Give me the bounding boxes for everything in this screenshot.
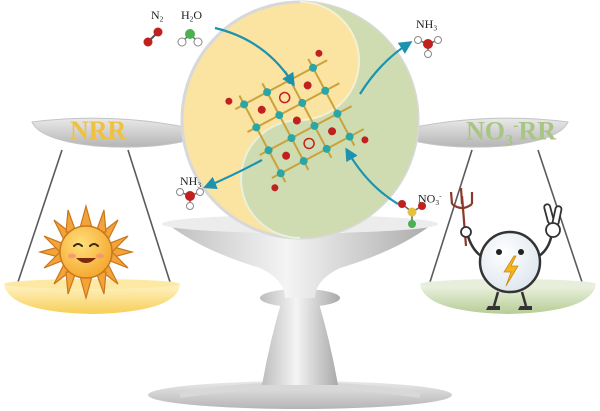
right-pan-assembly (409, 117, 596, 314)
nh3-molecule-top-icon (414, 36, 442, 58)
scale-pillar (262, 300, 338, 385)
n2-label: N2 (151, 8, 164, 24)
trident-icon (449, 187, 474, 247)
no3-label: NO3- (418, 191, 442, 208)
scale-stand (148, 215, 452, 409)
yellow-swirl-edge (299, 1, 360, 121)
framework-metal-atoms (225, 49, 369, 192)
arrow-reactants-in (214, 26, 295, 87)
sun-face (59, 225, 113, 279)
nh3-top-label: NH3 (416, 17, 438, 33)
nrr-label: NRR (70, 116, 127, 145)
h2o-label: H2O (181, 8, 203, 24)
no3-ion-icon (398, 200, 426, 228)
left-string-1 (17, 149, 63, 283)
n2-molecule-icon (143, 27, 163, 47)
victory-hand-icon (543, 203, 563, 238)
nh3-molecule-left-icon (176, 188, 204, 210)
reaction-arrows (203, 26, 413, 205)
arrow-nh3-left-out (203, 159, 263, 190)
scale-cup (165, 222, 435, 298)
left-pan-assembly (4, 117, 191, 314)
right-beam-arm (409, 117, 569, 148)
lightning-icon (503, 255, 519, 287)
smiling-sun-icon (37, 203, 135, 301)
no3rr-label: NO3-RR (466, 116, 556, 150)
framework-pore-markers (278, 91, 315, 150)
right-string-1 (429, 149, 473, 283)
left-string-2 (127, 149, 171, 283)
electric-plug-mascot-icon (464, 203, 563, 310)
h2o-molecule-icon (177, 29, 203, 47)
green-half (241, 2, 418, 238)
left-pan (4, 284, 180, 314)
scale-foot (180, 382, 420, 398)
arrow-no3-in (345, 147, 399, 205)
left-beam-arm (31, 117, 191, 148)
right-pan (420, 284, 596, 314)
green-swirl-edge (240, 119, 301, 239)
arrow-nh3-top-out (359, 41, 413, 95)
nh3-left-label: NH3 (180, 174, 202, 190)
